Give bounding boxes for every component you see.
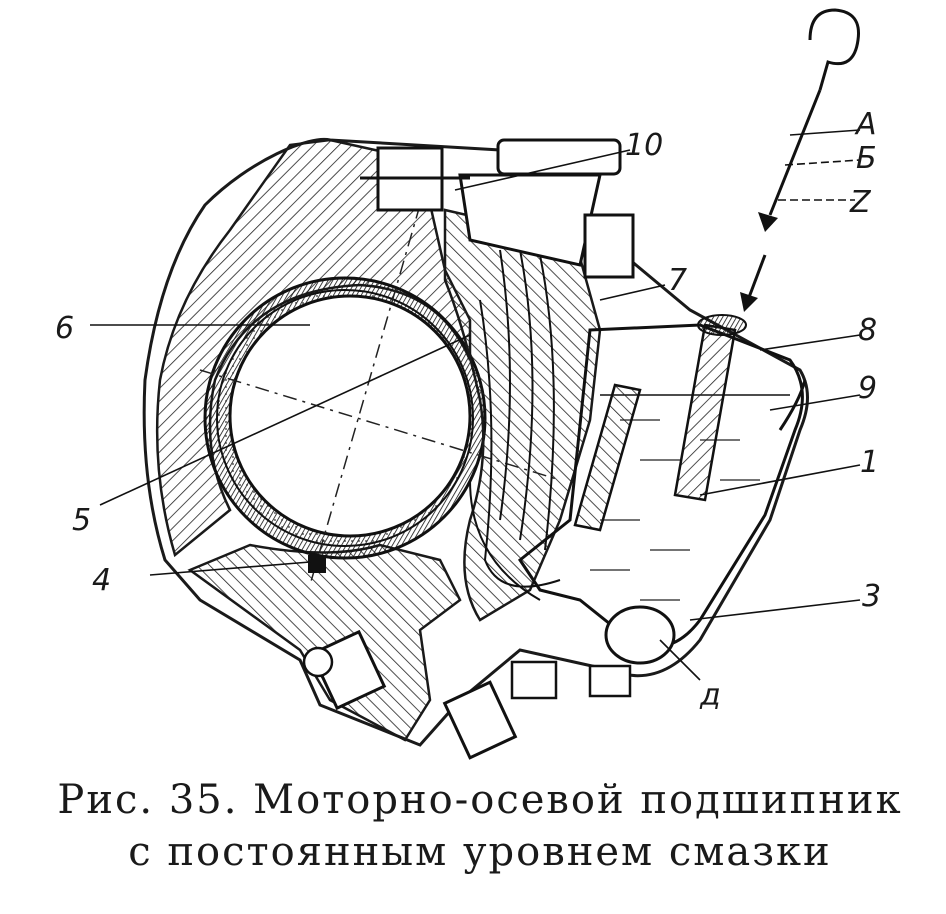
callout-6: 6 (55, 311, 74, 346)
oiler-neck (458, 173, 602, 267)
filler-tube (673, 323, 737, 502)
bottom-bolt-washer (302, 646, 334, 678)
housing-lower (187, 543, 462, 742)
dipstick-arrow-head (740, 292, 758, 312)
bottom-bolt-mid (442, 680, 518, 760)
bottom-bolt-left (309, 629, 387, 711)
callout-1: 1 (860, 445, 879, 480)
callout-8: 8 (858, 313, 877, 348)
wick-pad (443, 208, 602, 622)
callout-7: 7 (668, 263, 687, 298)
dipstick-hook (808, 8, 861, 91)
callout-z: Z (849, 185, 872, 220)
bottom-plug-1 (510, 660, 558, 700)
callout-b: Б (856, 141, 877, 176)
wick-strands (469, 249, 561, 601)
callout-3: 3 (862, 579, 881, 614)
callout-a: А (854, 107, 877, 142)
callout-d: д (699, 678, 721, 713)
dipstick-arrow (746, 254, 767, 301)
leader-lines (90, 149, 861, 681)
filler-cap (697, 314, 747, 336)
inner-tube (573, 383, 642, 532)
figure-caption-line-2: с постоянным уровнем смазки (128, 829, 832, 875)
dipstick-rod (768, 89, 822, 216)
axle-key (308, 555, 326, 573)
callout-9: 9 (858, 371, 877, 406)
drain-pocket (604, 605, 676, 665)
callout-10: 10 (625, 128, 663, 163)
bottom-plug-2 (588, 664, 632, 698)
callout-5: 5 (72, 503, 91, 538)
callout-4: 4 (92, 563, 111, 598)
figure-caption-line-1: Рис. 35. Моторно-осевой подшипник (57, 777, 903, 823)
dipstick-tip (758, 212, 778, 232)
overflow-hook (778, 379, 807, 431)
centre-line-2 (309, 204, 421, 586)
centre-line-1 (199, 369, 561, 481)
top-bolt-nut (583, 213, 635, 279)
